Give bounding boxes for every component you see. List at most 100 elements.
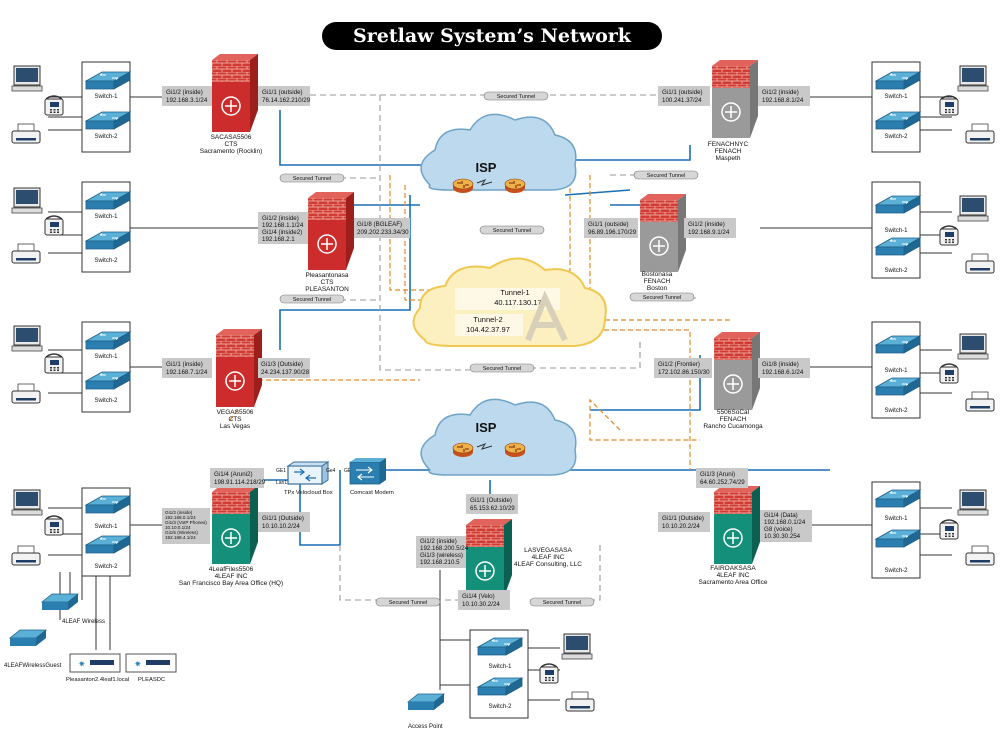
velocloud-box-icon bbox=[286, 461, 330, 485]
device-name: 4LEAF Consulting, LLC bbox=[514, 561, 582, 568]
svg-text:Gi1/2 (inside): Gi1/2 (inside) bbox=[688, 221, 725, 228]
svg-text:192.168.3.1/24: 192.168.3.1/24 bbox=[166, 97, 208, 104]
switch-label: Switch-2 bbox=[884, 568, 908, 574]
device-name: SACASA5506 bbox=[211, 134, 252, 141]
wireless-ap-icon bbox=[40, 593, 80, 610]
svg-text:Gi1/1 (inside): Gi1/1 (inside) bbox=[166, 361, 203, 368]
interface-label: Gi1/1 (outside)76.14.162.210/29 bbox=[258, 86, 311, 106]
svg-text:✷: ✷ bbox=[134, 659, 142, 669]
svg-text:Secured Tunnel: Secured Tunnel bbox=[493, 228, 532, 234]
svg-text:Gi1/1 (Outside): Gi1/1 (Outside) bbox=[262, 515, 304, 522]
isp-cloud-top: ISP bbox=[420, 113, 577, 194]
lan1-label: Lan1 bbox=[276, 480, 287, 486]
svg-text:24.234.137.90/28: 24.234.137.90/28 bbox=[261, 369, 310, 376]
tunnel1-label: Tunnel-1 bbox=[500, 288, 529, 297]
interface-label: Gi1/1 (outside)96.89.196.170/29 bbox=[584, 218, 638, 238]
device-name: 4LEAF INC bbox=[215, 573, 248, 580]
printer-icon bbox=[11, 545, 41, 566]
secured-tunnel-label: Secured Tunnel bbox=[633, 170, 699, 180]
svg-text:Gi1/3 (VoIP Phones): Gi1/3 (VoIP Phones) bbox=[165, 520, 207, 525]
printer-icon bbox=[11, 243, 41, 264]
device-name: CTS bbox=[321, 279, 335, 286]
svg-text:76.14.162.210/29: 76.14.162.210/29 bbox=[262, 97, 311, 104]
switch-label: Switch-2 bbox=[884, 408, 908, 414]
ge2-label: GE2 bbox=[344, 468, 354, 474]
svg-text:✷: ✷ bbox=[78, 659, 86, 669]
printer-icon bbox=[965, 253, 995, 274]
svg-text:192.168.0.1/24: 192.168.0.1/24 bbox=[764, 519, 806, 526]
computer-icon bbox=[11, 489, 43, 516]
wireless-guest-label: 4LEAFWirelessGuest bbox=[4, 663, 62, 669]
computer-icon bbox=[11, 187, 43, 214]
tunnel2-label: Tunnel-2 bbox=[473, 315, 502, 324]
svg-text:10.30.30.254: 10.30.30.254 bbox=[764, 533, 801, 540]
switch-label: Switch-2 bbox=[488, 704, 512, 710]
svg-text:Gi1/1 (Outside): Gi1/1 (Outside) bbox=[470, 497, 512, 504]
device-name: Pleasantonasa bbox=[305, 272, 348, 279]
device-name: San Francisco Bay Area Office (HQ) bbox=[179, 580, 283, 587]
wireless-guest-ap-icon bbox=[8, 629, 48, 646]
isp-cloud-bottom: ISP bbox=[420, 398, 577, 476]
svg-text:Gi1/5 (Wireless): Gi1/5 (Wireless) bbox=[165, 530, 198, 535]
device-name: FENACHNYC bbox=[708, 141, 749, 148]
phone-icon bbox=[44, 353, 64, 374]
svg-text:Gi1/1 (outside): Gi1/1 (outside) bbox=[662, 89, 703, 96]
comcast-modem-icon bbox=[349, 458, 386, 485]
interface-label: Gi1/8 (BGLEAF)209.202.233.34/30 bbox=[354, 218, 410, 238]
firewall-sacramento bbox=[212, 54, 258, 132]
secured-tunnel-label: Secured Tunnel bbox=[469, 363, 535, 373]
svg-text:Gi1/4 (Velo): Gi1/4 (Velo) bbox=[462, 593, 495, 600]
svg-text:172.102.86.150/30: 172.102.86.150/30 bbox=[658, 369, 710, 376]
printer-icon bbox=[565, 691, 595, 712]
svg-text:192.168.1.1/24: 192.168.1.1/24 bbox=[262, 222, 304, 229]
ge4-label: Ge4 bbox=[326, 468, 336, 474]
svg-text:Gi1/2 (inside): Gi1/2 (inside) bbox=[420, 538, 457, 545]
svg-text:10.10.20.2/24: 10.10.20.2/24 bbox=[662, 523, 700, 530]
secured-tunnel-label: Secured Tunnel bbox=[483, 91, 549, 101]
device-name: Sacramento Area Office bbox=[699, 579, 768, 586]
switch-label: Switch-2 bbox=[884, 268, 908, 274]
interface-label: Gi1/1 (inside)192.168.7.1/24 bbox=[162, 358, 212, 378]
device-name: FENACH bbox=[720, 416, 747, 423]
svg-text:209.202.233.34/30: 209.202.233.34/30 bbox=[357, 229, 409, 236]
secured-tunnel-label: Secured Tunnel bbox=[529, 597, 595, 607]
svg-text:Gi1/4 (inside2): Gi1/4 (inside2) bbox=[262, 229, 302, 236]
svg-text:Secured Tunnel: Secured Tunnel bbox=[389, 600, 428, 606]
phone-icon bbox=[44, 515, 64, 536]
device-name: PLEASANTON bbox=[305, 286, 349, 293]
svg-text:Secured Tunnel: Secured Tunnel bbox=[497, 94, 536, 100]
svg-text:96.89.196.170/29: 96.89.196.170/29 bbox=[588, 229, 637, 236]
interface-label: Gi1/1 (Outside)10.10.20.2/24 bbox=[658, 512, 710, 532]
phone-icon bbox=[44, 215, 64, 236]
firewall-socal bbox=[714, 332, 760, 410]
svg-text:Gi1/3 (Aruni): Gi1/3 (Aruni) bbox=[700, 471, 735, 478]
phone-icon bbox=[939, 519, 959, 540]
switch-label: Switch-2 bbox=[884, 134, 908, 140]
svg-text:100.241.37/24: 100.241.37/24 bbox=[662, 97, 702, 104]
computer-icon bbox=[11, 65, 43, 92]
firewall-fairoaks bbox=[714, 486, 760, 564]
svg-text:Gi1/3 (wireless): Gi1/3 (wireless) bbox=[420, 552, 463, 559]
interface-label: Gi1/2 (inside)192.168.8.1/24 bbox=[758, 86, 810, 106]
svg-text:198.91.114.218/29: 198.91.114.218/29 bbox=[214, 479, 266, 486]
access-point-label: Access Point bbox=[408, 724, 443, 730]
tunnel1-ip: 40.117.130.170 bbox=[494, 298, 546, 307]
comcast-label: Comcast Modem bbox=[350, 490, 394, 496]
firewall-lasvegasasa bbox=[466, 519, 512, 597]
svg-text:Gi1/2 (inside): Gi1/2 (inside) bbox=[762, 89, 799, 96]
svg-text:Gi1/1 (Outside): Gi1/1 (Outside) bbox=[662, 515, 704, 522]
switch-label: Switch-1 bbox=[884, 94, 908, 100]
server-icon: ✷ bbox=[69, 653, 121, 673]
svg-text:10.10.0.1/24: 10.10.0.1/24 bbox=[165, 525, 191, 530]
switch-label: Switch-2 bbox=[94, 258, 118, 264]
interface-label: Gi1/2 (Frontier)172.102.86.150/30 bbox=[654, 358, 712, 378]
server2-label: PLEASDC bbox=[138, 677, 165, 683]
device-name: CTS bbox=[229, 416, 243, 423]
computer-icon bbox=[561, 633, 593, 660]
switch-label: Switch-2 bbox=[94, 134, 118, 140]
svg-text:G8 (voice): G8 (voice) bbox=[764, 526, 793, 533]
svg-text:Gi1/4 (Data): Gi1/4 (Data) bbox=[764, 512, 798, 519]
phone-icon bbox=[539, 663, 559, 684]
